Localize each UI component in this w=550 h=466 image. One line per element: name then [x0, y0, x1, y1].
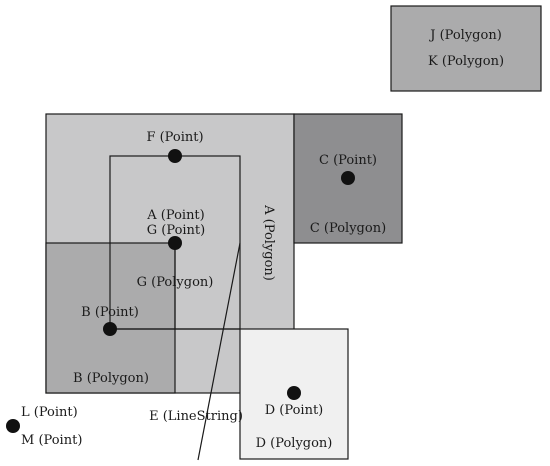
label-g-point: G (Point)	[147, 223, 205, 238]
polygon-jk	[390, 5, 542, 92]
label-d-polygon: D (Polygon)	[256, 436, 333, 451]
point-d	[287, 386, 301, 400]
label-f-point: F (Point)	[146, 130, 203, 145]
label-j-polygon: J (Polygon)	[428, 28, 502, 43]
point-b	[103, 322, 117, 336]
label-a-polygon: A (Polygon)	[261, 204, 276, 281]
linestring-e	[110, 243, 240, 330]
label-b-point: B (Point)	[81, 305, 139, 320]
label-b-polygon: B (Polygon)	[73, 371, 149, 386]
label-g-polygon: G (Polygon)	[137, 275, 214, 290]
label-c-point: C (Point)	[319, 153, 377, 168]
point-ag	[168, 236, 182, 250]
label-k-polygon: K (Polygon)	[428, 54, 504, 69]
label-m-point: M (Point)	[21, 433, 82, 448]
point-lm	[6, 419, 20, 433]
label-a-point: A (Point)	[146, 208, 204, 223]
label-c-polygon: C (Polygon)	[310, 221, 386, 236]
label-d-point: D (Point)	[265, 403, 324, 418]
point-c	[341, 171, 355, 185]
label-l-point: L (Point)	[21, 405, 78, 420]
label-e-linestring: E (LineString)	[149, 409, 243, 424]
linestring-e-diagonal	[197, 242, 241, 461]
point-f	[168, 149, 182, 163]
